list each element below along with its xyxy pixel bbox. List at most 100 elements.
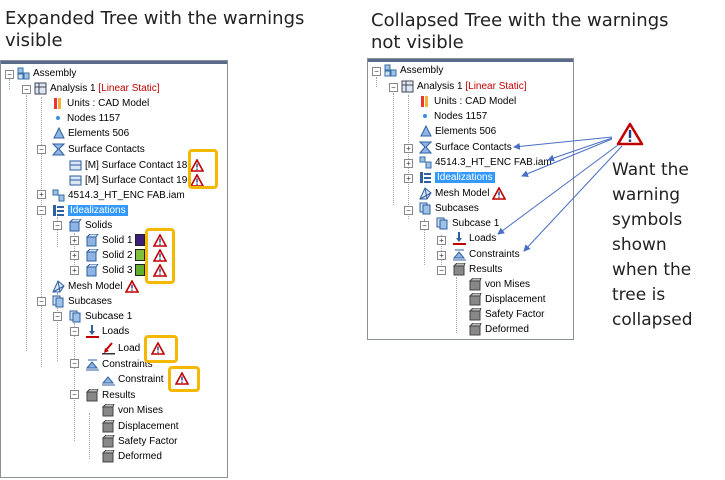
expander-subcases[interactable]: − [404, 206, 413, 215]
tree-item-von-mises[interactable]: von Mises [469, 277, 530, 292]
tree-item-loads[interactable]: Loads [86, 324, 129, 339]
label-nodes: Nodes 1157 [434, 111, 488, 122]
tree-item-idealizations[interactable]: Idealizations [52, 203, 128, 218]
expander-results[interactable]: − [70, 390, 79, 399]
tree-item-deformed[interactable]: Deformed [469, 322, 529, 337]
tree-item-part[interactable]: 4514.3_HT_ENC FAB.iam [52, 188, 185, 203]
tree-item-units[interactable]: Units : CAD Model [419, 94, 516, 109]
label-solid-3: Solid 3 [102, 265, 133, 276]
tree-item-subcase-1[interactable]: Subcase 1 [436, 216, 499, 231]
expander-solid-1[interactable]: + [70, 236, 79, 245]
expander-solids[interactable]: − [53, 221, 62, 230]
tree-item-solid-2[interactable]: Solid 2 [86, 248, 148, 263]
tree-item-contact-19[interactable]: [M] Surface Contact 19 [69, 173, 205, 188]
tree-item-constraint[interactable]: Constraint [102, 372, 164, 387]
tree-item-nodes[interactable]: Nodes 1157 [52, 111, 120, 126]
tree-item-mesh-model[interactable]: Mesh Model [52, 279, 140, 294]
expander-solid-3[interactable]: + [70, 266, 79, 275]
tree-item-deformed[interactable]: Deformed [102, 449, 162, 464]
label-units: Units : CAD Model [67, 98, 150, 109]
expander-surface-contacts[interactable]: − [37, 145, 46, 154]
tree-item-analysis[interactable]: Analysis 1 [Linear Static] [34, 81, 160, 96]
tree-item-nodes[interactable]: Nodes 1157 [419, 109, 487, 124]
expander-subcase-1[interactable]: − [420, 221, 429, 230]
expander-loads[interactable]: − [70, 327, 79, 336]
expander-results[interactable]: − [437, 266, 446, 275]
highlight-box [144, 335, 178, 363]
tree-item-safety-factor[interactable]: Safety Factor [469, 307, 544, 322]
tree-item-elements[interactable]: Elements 506 [52, 126, 129, 141]
warning-icon [153, 234, 167, 247]
tree-item-idealizations[interactable]: Idealizations [419, 170, 495, 185]
tree-item-surface-contacts[interactable]: Surface Contacts [52, 142, 145, 157]
label-results: Results [102, 390, 136, 401]
tree-item-solid-1[interactable]: Solid 1 [86, 233, 148, 248]
tree-item-subcases[interactable]: Subcases [419, 201, 479, 216]
contact-item-icon [69, 174, 82, 187]
results-icon [86, 388, 99, 402]
tree-item-surface-contacts[interactable]: Surface Contacts [419, 140, 512, 155]
expander-assembly[interactable]: − [5, 70, 14, 79]
tree-item-mesh-model[interactable]: Mesh Model [419, 186, 507, 201]
tree-item-constraints[interactable]: Constraints [453, 247, 520, 262]
label-mesh-model: Mesh Model [68, 281, 123, 292]
tree-item-analysis[interactable]: Analysis 1 [Linear Static] [401, 79, 527, 94]
expander-part[interactable]: + [404, 159, 413, 168]
tree-item-displacement[interactable]: Displacement [102, 419, 179, 434]
expander-solid-2[interactable]: + [70, 251, 79, 260]
tree-item-constraints[interactable]: Constraints [86, 357, 153, 372]
tree-item-displacement[interactable]: Displacement [469, 292, 546, 307]
right-caption-line-1: Collapsed Tree with the warnings [371, 10, 669, 31]
tree-item-results[interactable]: Results [453, 262, 502, 277]
panel-topbar [368, 59, 573, 62]
label-surface-contacts: Surface Contacts [435, 142, 512, 153]
result-icon [102, 403, 115, 417]
note-line: collapsed [612, 310, 693, 330]
idealizations-icon [52, 204, 65, 217]
tree-item-solids[interactable]: Solids [69, 218, 112, 233]
left-caption-line-2: visible [5, 30, 63, 51]
tree-item-elements[interactable]: Elements 506 [419, 124, 496, 139]
label-solid-1: Solid 1 [102, 235, 133, 246]
expander-idealizations[interactable]: + [404, 174, 413, 183]
result-icon [469, 307, 482, 321]
expander-surface-contacts[interactable]: + [404, 144, 413, 153]
label-elements: Elements 506 [435, 126, 497, 137]
tree-item-part[interactable]: 4514.3_HT_ENC FAB.iam [419, 155, 552, 170]
note-line: when the [612, 260, 692, 280]
tree-item-assembly[interactable]: Assembly [384, 63, 443, 78]
contact-icon [52, 143, 65, 156]
right-tree-panel[interactable]: − − + + + − − + + − Assembly Analysis 1 … [367, 58, 574, 340]
label-part: 4514.3_HT_ENC FAB.iam [68, 190, 185, 201]
expander-analysis[interactable]: − [389, 83, 398, 92]
tree-item-solid-3[interactable]: Solid 3 [86, 263, 148, 278]
tree-item-contact-18[interactable]: [M] Surface Contact 18 [69, 158, 205, 173]
arrow-to-part [547, 137, 613, 162]
tree-item-load[interactable]: Load [102, 341, 140, 356]
left-tree-panel[interactable]: − − − + − − + + + − − − − − Assembly Ana… [0, 60, 228, 478]
expander-analysis[interactable]: − [22, 85, 31, 94]
tree-item-subcase-1[interactable]: Subcase 1 [69, 309, 132, 324]
label-displacement: Displacement [485, 294, 546, 305]
expander-idealizations[interactable]: − [37, 206, 46, 215]
tree-item-assembly[interactable]: Assembly [17, 66, 76, 81]
expander-constraints[interactable]: − [70, 359, 79, 368]
expander-subcases[interactable]: − [37, 297, 46, 306]
expander-loads[interactable]: + [437, 236, 446, 245]
label-results: Results [469, 264, 503, 275]
material-swatch-icon [135, 249, 146, 262]
expander-assembly[interactable]: − [372, 67, 381, 76]
tree-item-subcases[interactable]: Subcases [52, 294, 112, 309]
tree-item-loads[interactable]: Loads [453, 231, 496, 246]
tree-item-safety-factor[interactable]: Safety Factor [102, 434, 177, 449]
expander-part[interactable]: + [37, 190, 46, 199]
contact-item-icon [69, 159, 82, 172]
expander-subcase-1[interactable]: − [53, 312, 62, 321]
tree-item-von-mises[interactable]: von Mises [102, 403, 163, 418]
assembly-icon [384, 64, 397, 77]
label-deformed: Deformed [485, 324, 529, 335]
expander-constraints[interactable]: + [437, 251, 446, 260]
tree-item-results[interactable]: Results [86, 388, 135, 403]
tree-item-units[interactable]: Units : CAD Model [52, 96, 149, 111]
